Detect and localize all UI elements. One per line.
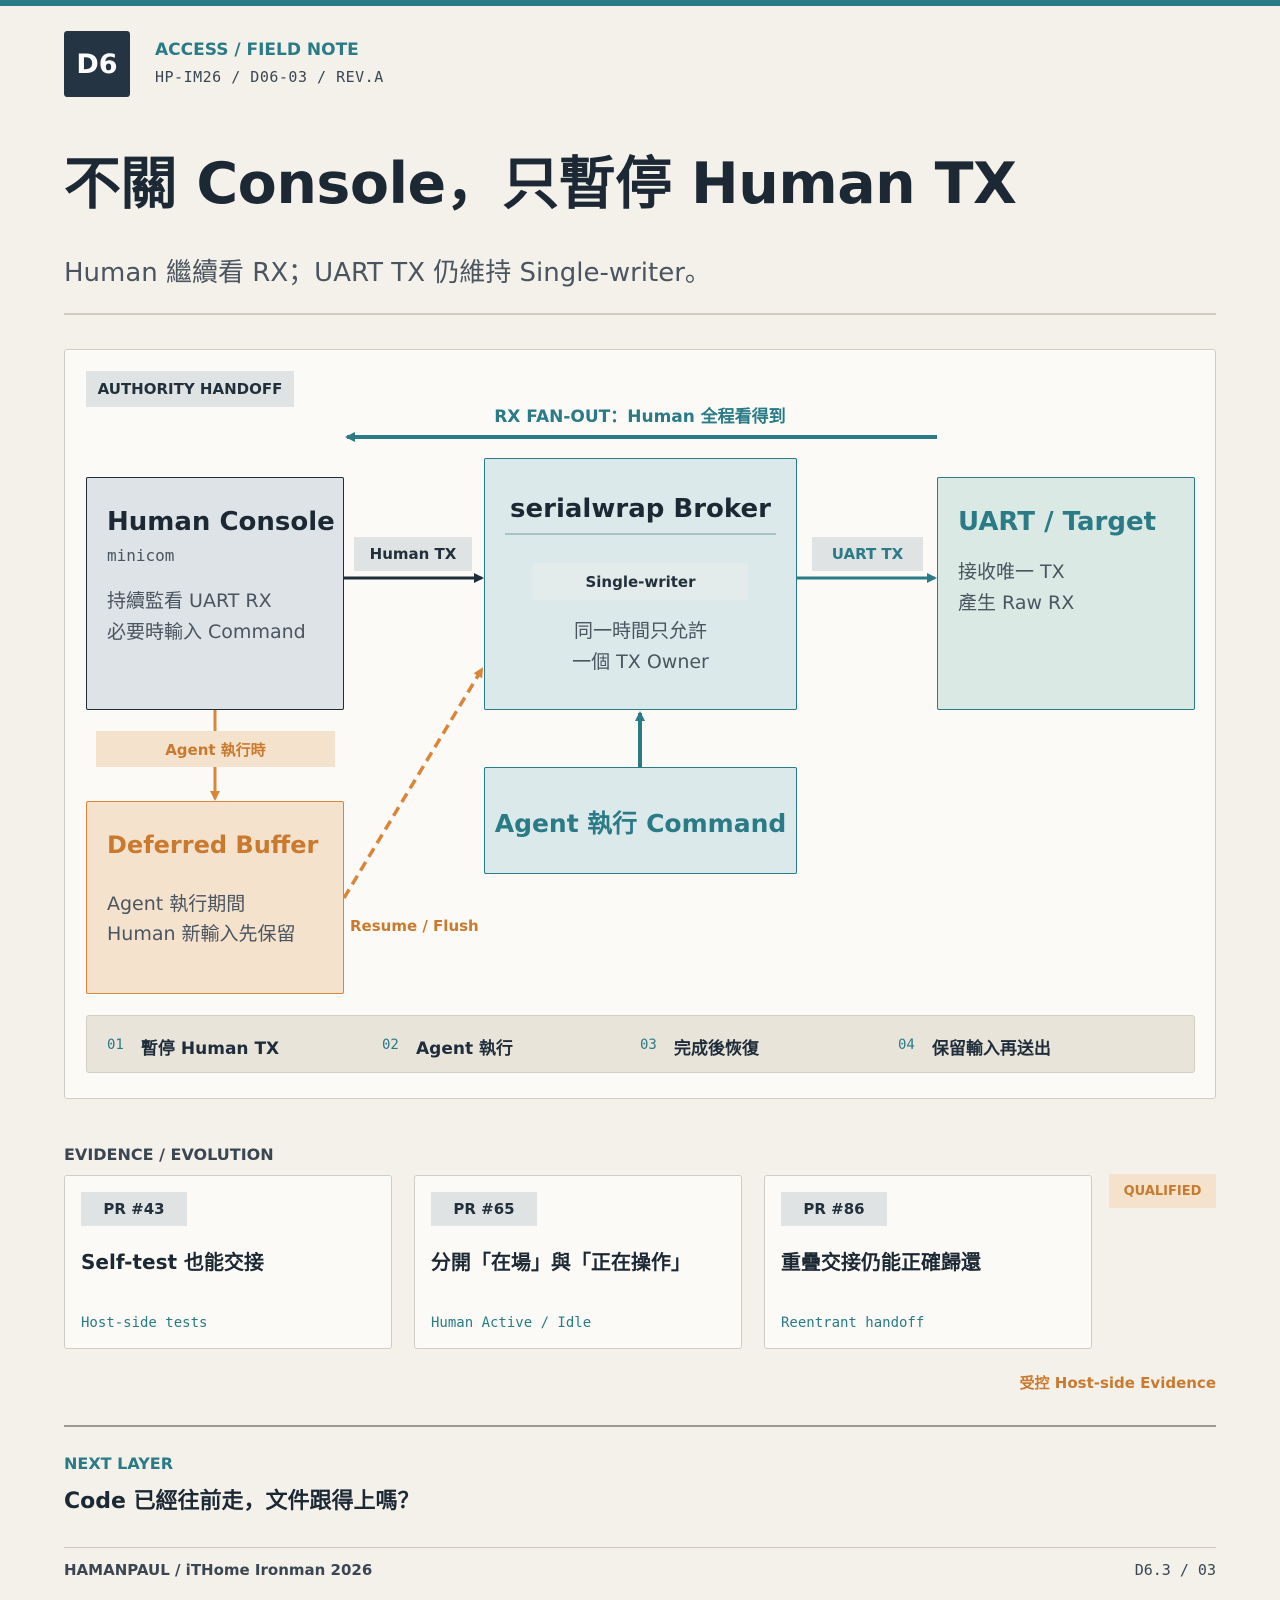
broker-line1: 同一時間只允許 xyxy=(573,620,707,642)
next-layer-label: NEXT LAYER xyxy=(64,1454,174,1473)
pr-tag: PR #43 xyxy=(81,1192,187,1226)
step-1-label: 暫停 Human TX xyxy=(141,1039,280,1059)
deferred-buffer-line1: Agent 執行期間 xyxy=(107,893,246,915)
uart-tx-label: UART TX xyxy=(812,537,923,571)
qualified-badge: QUALIFIED xyxy=(1109,1174,1216,1208)
eyebrow-label: ACCESS / FIELD NOTE xyxy=(155,40,359,60)
next-divider xyxy=(64,1425,1216,1427)
card-title: Self-test 也能交接 xyxy=(81,1250,265,1274)
footer-credit: HAMANPAUL / iTHome Ironman 2026 xyxy=(64,1561,373,1579)
page-subtitle: Human 繼續看 RX；UART TX 仍維持 Single-writer。 xyxy=(64,258,711,288)
uart-target-node xyxy=(937,477,1195,710)
card-subtitle: Host-side tests xyxy=(81,1315,208,1331)
step-3-number: 03 xyxy=(640,1037,657,1053)
card-title: 重疊交接仍能正確歸還 xyxy=(781,1250,981,1274)
deferred-buffer-line2: Human 新輸入先保留 xyxy=(107,923,296,945)
broker-title: serialwrap Broker xyxy=(510,494,771,524)
uart-target-line1: 接收唯一 TX xyxy=(958,561,1065,583)
card-subtitle: Human Active / Idle xyxy=(431,1315,592,1331)
broker-divider xyxy=(505,533,776,535)
card-subtitle: Reentrant handoff xyxy=(781,1315,925,1331)
evidence-card: PR #65 分開「在場」與「正在操作」 Human Active / Idle xyxy=(414,1175,742,1349)
resume-flush-arrow xyxy=(342,667,484,899)
uart-target-line2: 產生 Raw RX xyxy=(958,592,1075,614)
human-console-line1: 持續監看 UART RX xyxy=(107,590,272,612)
evidence-note: 受控 Host-side Evidence xyxy=(1019,1374,1216,1392)
human-console-subtitle: minicom xyxy=(107,546,175,565)
human-console-node xyxy=(86,477,344,710)
human-console-line2: 必要時輸入 Command xyxy=(107,621,306,643)
uart-target-title: UART / Target xyxy=(958,507,1157,537)
rx-fanout-label: RX FAN-OUT：Human 全程看得到 xyxy=(494,407,786,427)
handoff-steps-bar xyxy=(86,1015,1195,1073)
evidence-card: PR #43 Self-test 也能交接 Host-side tests xyxy=(64,1175,392,1349)
section-badge: D6 xyxy=(64,31,130,97)
card-title: 分開「在場」與「正在操作」 xyxy=(431,1250,691,1274)
broker-line2: 一個 TX Owner xyxy=(572,651,709,673)
deferred-buffer-node xyxy=(86,801,344,994)
resume-flush-label: Resume / Flush xyxy=(350,917,479,935)
pr-tag: PR #65 xyxy=(431,1192,537,1226)
page-number: D6.3 / 03 xyxy=(1134,1561,1216,1579)
top-accent-bar xyxy=(0,0,1280,6)
footer-divider xyxy=(64,1547,1216,1548)
evidence-card: PR #86 重疊交接仍能正確歸還 Reentrant handoff xyxy=(764,1175,1092,1349)
step-4-number: 04 xyxy=(898,1037,915,1053)
deferred-buffer-title: Deferred Buffer xyxy=(107,831,319,859)
agent-command-node xyxy=(484,767,797,874)
pr-tag: PR #86 xyxy=(781,1192,887,1226)
document-id: HP-IM26 / D06-03 / REV.A xyxy=(155,68,384,86)
diagram-tag: AUTHORITY HANDOFF xyxy=(86,371,294,407)
next-layer-title: Code 已經往前走，文件跟得上嗎？ xyxy=(64,1489,420,1514)
evidence-section-label: EVIDENCE / EVOLUTION xyxy=(64,1145,274,1164)
step-2-label: Agent 執行 xyxy=(416,1039,514,1059)
page-title: 不關 Console，只暫停 Human TX xyxy=(64,151,1017,217)
agent-running-label: Agent 執行時 xyxy=(96,731,335,767)
single-writer-chip: Single-writer xyxy=(533,563,748,600)
step-4-label: 保留輸入再送出 xyxy=(932,1039,1051,1059)
step-2-number: 02 xyxy=(382,1037,399,1053)
step-1-number: 01 xyxy=(107,1037,124,1053)
agent-command-title: Agent 執行 Command xyxy=(494,809,787,838)
human-tx-label: Human TX xyxy=(354,537,472,571)
human-console-title: Human Console xyxy=(107,507,335,537)
step-3-label: 完成後恢復 xyxy=(674,1039,759,1059)
header-divider xyxy=(64,313,1216,315)
